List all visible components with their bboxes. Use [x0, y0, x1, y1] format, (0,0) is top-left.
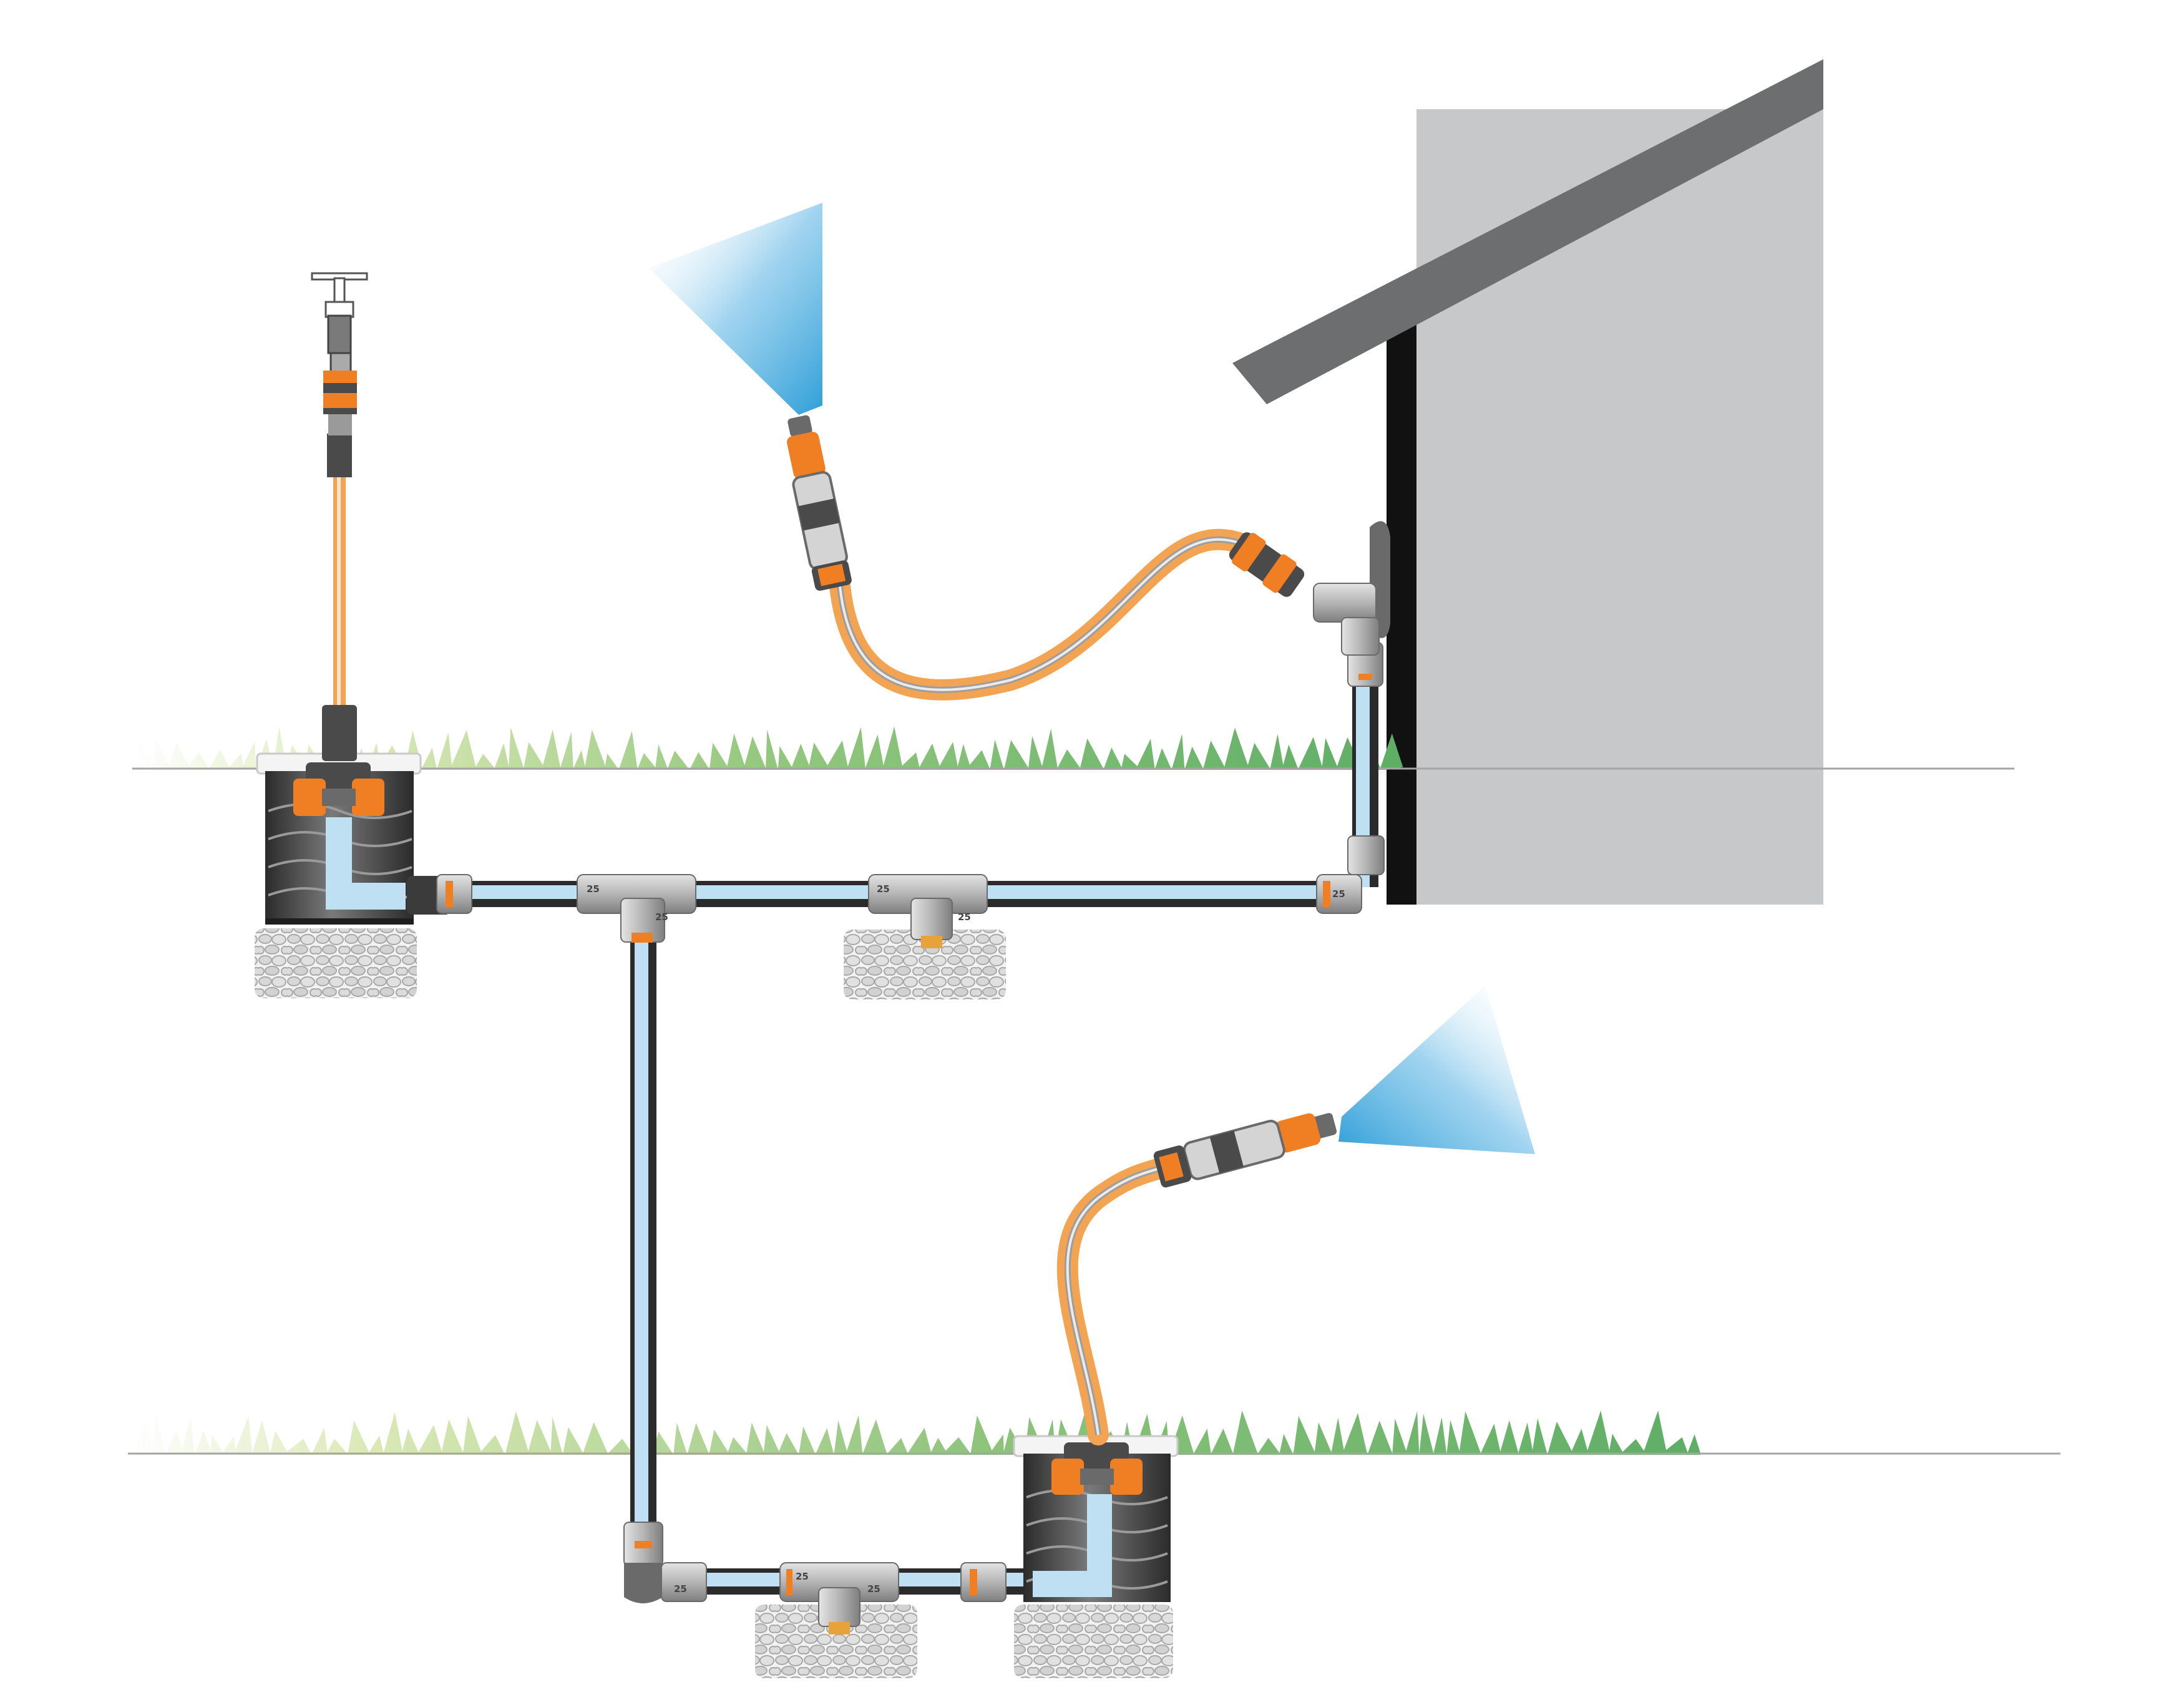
fitting-size-label: 25 — [655, 911, 668, 923]
gravel-bed-left — [255, 928, 417, 998]
fitting-size-label: 25 — [867, 1583, 880, 1595]
fitting-tee-lower: 25 25 — [779, 1562, 899, 1635]
fitting-size-label: 25 — [674, 1583, 687, 1595]
fitting-connector-2 — [960, 1562, 1007, 1602]
fitting-elbow-house: 25 — [1316, 835, 1385, 914]
fitting-tee-2: 25 25 — [868, 874, 988, 948]
fitting-tee-1: 25 25 — [577, 874, 696, 943]
fitting-size-label: 25 — [877, 883, 890, 895]
house-post — [1387, 315, 1416, 905]
fitting-size-label: 25 — [1332, 888, 1345, 900]
pipe-vertical-down — [630, 936, 656, 1535]
gravel-bed-lower-right — [1014, 1605, 1173, 1678]
socket-internal-pipe — [326, 817, 406, 910]
spray-nozzle-icon — [787, 415, 852, 591]
gravel-bed-middle — [844, 930, 1006, 999]
fitting-connector-1 — [436, 874, 472, 914]
hose-lower — [1056, 1156, 1177, 1445]
water-socket-upper — [256, 752, 451, 925]
water-socket-lower — [1013, 1435, 1179, 1602]
tap-assembly — [311, 272, 368, 761]
spray-nozzle-icon — [1153, 1113, 1337, 1188]
fitting-elbow-lower: 25 — [623, 1522, 707, 1603]
upper-lawn — [132, 726, 2014, 770]
house-wall — [1416, 109, 1823, 905]
spray-nozzle-upper — [649, 203, 852, 591]
wall-bracket-icon — [1313, 521, 1390, 656]
spray-nozzle-lower — [1153, 986, 1535, 1188]
fitting-size-label: 25 — [796, 1571, 809, 1582]
hose-upper — [829, 528, 1305, 701]
pipe-fittings: 25 25 25 25 25 25 — [436, 642, 1385, 1635]
water-spray-upper — [649, 203, 822, 415]
tap-icon — [311, 272, 368, 373]
fitting-size-label: 25 — [587, 883, 600, 895]
grass-strip-lower — [131, 1410, 1701, 1455]
water-spray-lower — [1338, 986, 1535, 1154]
gravel-bed-lower-left — [755, 1605, 917, 1678]
grass-strip-upper — [134, 726, 1403, 770]
house — [1232, 59, 1823, 905]
socket-internal-pipe — [1033, 1494, 1112, 1597]
gravel-beds — [255, 928, 1173, 1678]
house-roof — [1232, 59, 1823, 404]
fitting-size-label: 25 — [958, 911, 971, 923]
